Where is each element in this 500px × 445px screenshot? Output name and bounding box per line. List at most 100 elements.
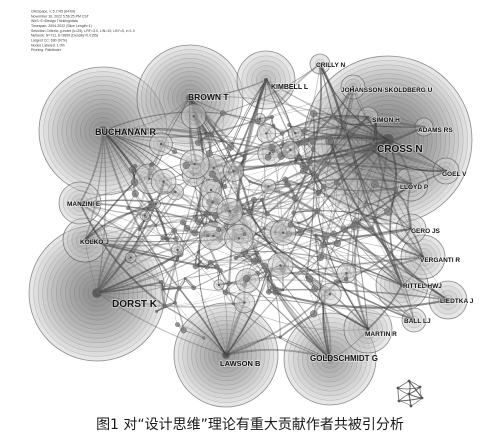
node-core (162, 180, 165, 183)
citation-edge (102, 97, 191, 132)
cited-author-node (154, 224, 158, 227)
cited-author-node (242, 232, 247, 236)
citation-edge (225, 348, 331, 360)
cited-author-node (130, 178, 139, 186)
citation-edge (259, 86, 354, 119)
citation-edge (323, 183, 412, 192)
citation-edge (222, 63, 321, 114)
metadata-line: CiteSpace, v. 5.7.R5 (64-bit) (31, 9, 76, 14)
citation-edge (284, 178, 425, 259)
citation-edge (322, 227, 413, 247)
node-core (193, 162, 196, 166)
node-core (345, 272, 348, 275)
citation-edge (312, 148, 415, 321)
node-core (228, 210, 232, 213)
citation-edge (282, 288, 449, 301)
node-core (174, 190, 177, 194)
citation-edge (322, 244, 424, 261)
metadata-line: November 16, 2022 5:56:25 PM CST (31, 14, 89, 19)
citation-edge (228, 78, 268, 285)
citation-edge (324, 182, 338, 360)
citation-edge (206, 255, 424, 268)
cited-author-node (222, 184, 228, 189)
cited-author-node (420, 396, 424, 400)
citation-edge (401, 256, 424, 286)
cited-author-node (300, 137, 309, 146)
cited-author-node (149, 132, 173, 156)
cited-author-node (270, 115, 274, 119)
cited-author-node (316, 254, 324, 261)
citation-edge (401, 284, 415, 321)
citation-edge (243, 63, 321, 160)
cited-author-node (341, 122, 347, 129)
cited-author-node (310, 147, 316, 152)
cited-author-node (191, 285, 197, 291)
citation-edge (336, 181, 403, 286)
author-label-adams-rs: ADAMS RS (418, 127, 453, 134)
node-core (211, 201, 214, 204)
cited-author-node (373, 216, 377, 221)
node-core (237, 237, 241, 240)
citation-edge (367, 116, 425, 128)
cited-author-node (260, 197, 264, 202)
cited-author-node (232, 302, 236, 306)
metadata-line: Nodes Labeled: 1.0% (31, 43, 65, 48)
author-label-liedtka-j: LIEDTKA J (440, 298, 474, 305)
citation-edge (330, 140, 412, 230)
cited-author-node (124, 251, 137, 264)
cited-author-node (222, 289, 229, 296)
citation-edge (193, 287, 227, 356)
cited-author-node (160, 235, 166, 241)
cited-author-node (247, 209, 254, 215)
cited-author-node (199, 221, 228, 251)
citation-edge (335, 139, 389, 184)
cited-author-node (171, 227, 177, 234)
cited-author-node (248, 180, 251, 183)
author-label-kolko-j: KOLKO J (80, 239, 109, 246)
citation-edge (265, 79, 389, 141)
citation-edge (282, 139, 389, 270)
cited-author-node (242, 156, 247, 160)
cited-author-node (343, 276, 349, 282)
citation-edge (285, 145, 424, 258)
cited-author-node (147, 204, 155, 211)
cited-author-node (287, 221, 294, 228)
cited-author-node (206, 234, 210, 238)
citation-edge (316, 210, 369, 330)
citation-edge (102, 130, 201, 263)
cited-author-node (291, 210, 296, 215)
cited-author-node (176, 285, 182, 291)
node-core (154, 202, 157, 206)
cited-author-node (310, 310, 318, 318)
citation-edge (243, 129, 344, 233)
cited-author-node (297, 221, 300, 225)
citation-edge (225, 269, 268, 356)
cited-author-node (305, 275, 308, 279)
node-core (159, 142, 163, 146)
citation-edge (280, 336, 331, 360)
cited-author-node (372, 117, 379, 124)
author-label-verganti-r: VERGANTI R (420, 257, 460, 264)
cited-author-node (418, 385, 422, 389)
cited-author-node (165, 237, 170, 242)
citation-edge (397, 380, 410, 389)
citation-edge (96, 292, 166, 307)
citation-edge (398, 400, 412, 407)
cited-author-node (306, 275, 314, 283)
citation-edge (319, 63, 334, 117)
cited-author-node (159, 280, 164, 285)
cited-author-node (226, 281, 232, 286)
cited-author-node (314, 208, 321, 214)
citation-edge (96, 281, 163, 294)
cited-author-node (333, 155, 337, 159)
node-core (268, 152, 271, 155)
cited-author-node (196, 250, 200, 254)
cited-author-node (202, 336, 206, 340)
citation-edge (305, 112, 316, 278)
cited-author-node (175, 322, 180, 327)
citation-edge (322, 86, 354, 246)
citation-edge (96, 180, 165, 294)
author-label-kimbell-l: KIMBELL L (271, 84, 309, 91)
cited-author-node (313, 173, 320, 179)
